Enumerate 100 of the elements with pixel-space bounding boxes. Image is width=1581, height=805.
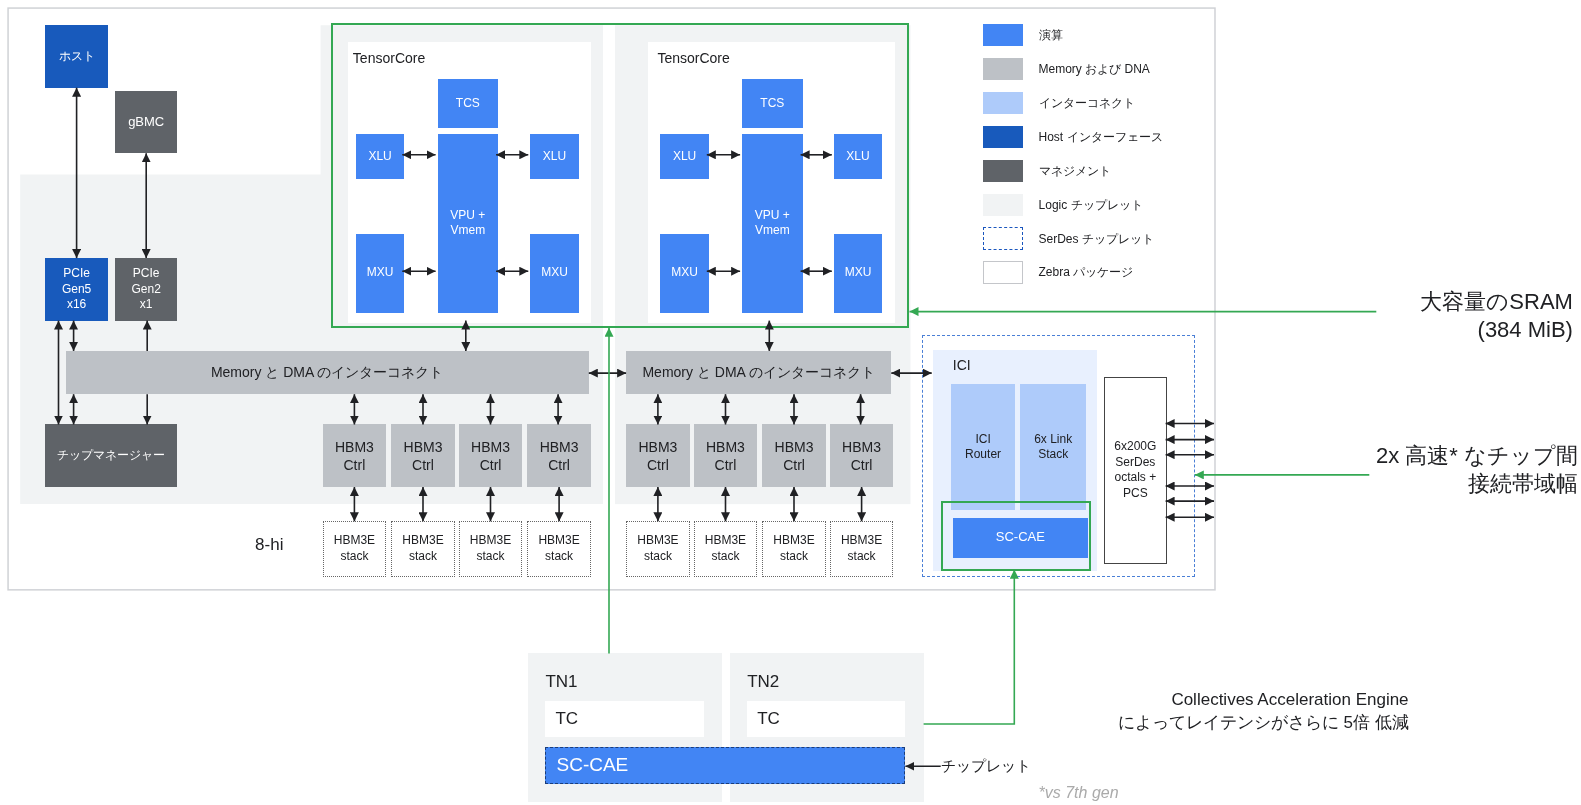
arrow — [142, 393, 152, 426]
arrow — [721, 486, 730, 523]
memory-block: HBM3 Ctrl — [829, 424, 894, 487]
compute-block: VPU + Vmem — [437, 134, 499, 313]
legend-label: Logic チップレット — [1038, 196, 1143, 214]
arrow — [418, 486, 428, 523]
arrow — [604, 326, 614, 655]
arrow — [69, 393, 79, 426]
legend-label: Memory および DNA — [1038, 61, 1150, 79]
legend-label: SerDes チップレット — [1038, 230, 1154, 248]
memory-block: HBM3 Ctrl — [626, 424, 690, 487]
panel-title: TN1 — [545, 671, 578, 692]
memory-stack: HBM3E stack — [527, 521, 591, 577]
memory-block: HBM3 Ctrl — [322, 424, 387, 487]
arrow — [653, 486, 663, 523]
compute-block: VPU + Vmem — [742, 134, 803, 313]
highlight-frame — [940, 501, 1091, 571]
memory-stack: HBM3E stack — [626, 521, 690, 577]
management-block: gBMC — [114, 90, 178, 154]
interconnect-block: 6x Link Stack — [1020, 384, 1086, 511]
memory-block: HBM3 Ctrl — [762, 424, 826, 487]
legend-label: インターコネクト — [1038, 94, 1135, 112]
arrow — [1164, 435, 1215, 445]
arrow — [401, 266, 437, 276]
arrow — [721, 393, 730, 426]
interconnect-bar: Memory と DMA のインターコネクト — [626, 350, 892, 395]
arrow — [856, 393, 866, 426]
memory-block: HBM3 Ctrl — [458, 424, 523, 487]
arrow — [349, 486, 359, 523]
arrow — [799, 266, 833, 276]
memory-block: HBM3 Ctrl — [391, 424, 455, 487]
management-block: チップマネージャー — [45, 424, 178, 487]
arrow — [904, 761, 942, 771]
panel-title: TN2 — [747, 671, 780, 692]
host-interface-block: PCIe Gen5 x16 — [45, 258, 108, 321]
compute-block: XLU — [833, 134, 883, 180]
annotation-text: チップレット — [940, 754, 1052, 779]
management-block: PCIe Gen2 x1 — [114, 258, 178, 321]
arrow — [486, 393, 495, 426]
compute-block: MXU — [355, 233, 405, 313]
panel-title: ICI — [952, 356, 971, 373]
legend-label: マネジメント — [1038, 162, 1111, 180]
arrow — [706, 266, 741, 276]
arrow — [908, 307, 1378, 317]
arrow — [1164, 419, 1215, 428]
arrow — [495, 266, 530, 276]
compute-block: TCS — [742, 78, 803, 128]
legend-label: 演算 — [1038, 27, 1063, 45]
arrow — [461, 319, 471, 352]
legend-label: Host インターフェース — [1038, 128, 1163, 146]
core-block: TC — [747, 700, 906, 738]
arrow — [554, 486, 564, 523]
arrow — [69, 319, 79, 352]
compute-block: SC-CAE — [952, 518, 1088, 558]
arrow — [789, 393, 799, 426]
core-block: TC — [545, 700, 704, 738]
serdes-block: 6x200G SerDes octals + PCS — [1104, 377, 1167, 564]
arrow — [922, 568, 1019, 725]
memory-stack: HBM3E stack — [458, 521, 523, 577]
annotation-text: 2x 高速* なチップ間接続帯域幅 — [1369, 436, 1578, 504]
memory-stack: HBM3E stack — [391, 521, 455, 577]
footnote-text: *vs 7th gen — [1038, 783, 1120, 804]
interconnect-bar: Memory と DMA のインターコネクト — [65, 350, 589, 395]
chiplet-outline — [921, 334, 1195, 577]
arrow — [857, 486, 867, 523]
compute-block: XLU — [355, 134, 405, 180]
note-text: Collectives Acceleration Engine によってレイテンシがさらに 5倍 低減 — [1116, 688, 1409, 734]
annotation-text: 大容量のSRAM (384 MiB) — [1376, 282, 1573, 349]
arrow — [72, 86, 82, 259]
label-text: 8-hi — [255, 534, 285, 557]
compute-block: XLU — [660, 134, 709, 180]
arrow — [1164, 496, 1215, 506]
arrow — [495, 150, 530, 160]
arrow — [1194, 470, 1371, 480]
arrow — [141, 152, 151, 259]
arrow — [1164, 481, 1215, 491]
arrow — [764, 319, 774, 352]
memory-stack: HBM3E stack — [322, 521, 387, 577]
arrow — [588, 368, 627, 378]
panel-title: TensorCore — [657, 50, 730, 67]
arrow — [1164, 512, 1215, 522]
arrow — [401, 150, 437, 160]
host-block: ホスト — [45, 25, 108, 88]
compute-block: TCS — [437, 78, 499, 128]
arrow — [890, 368, 933, 378]
memory-block: HBM3 Ctrl — [693, 424, 758, 487]
core-panel — [648, 42, 896, 323]
core-panel — [347, 42, 591, 323]
compute-block: SC-CAE — [545, 747, 906, 785]
arrow — [54, 319, 63, 426]
arrow — [553, 393, 563, 426]
interconnect-block: ICI Router — [950, 384, 1016, 511]
compute-block: XLU — [530, 134, 579, 180]
compute-block: MXU — [530, 233, 579, 313]
memory-stack: HBM3E stack — [762, 521, 826, 577]
highlight-frame — [330, 23, 910, 328]
memory-stack: HBM3E stack — [693, 521, 758, 577]
memory-block: HBM3 Ctrl — [527, 424, 591, 487]
memory-stack: HBM3E stack — [829, 521, 894, 577]
arrow — [799, 150, 833, 160]
